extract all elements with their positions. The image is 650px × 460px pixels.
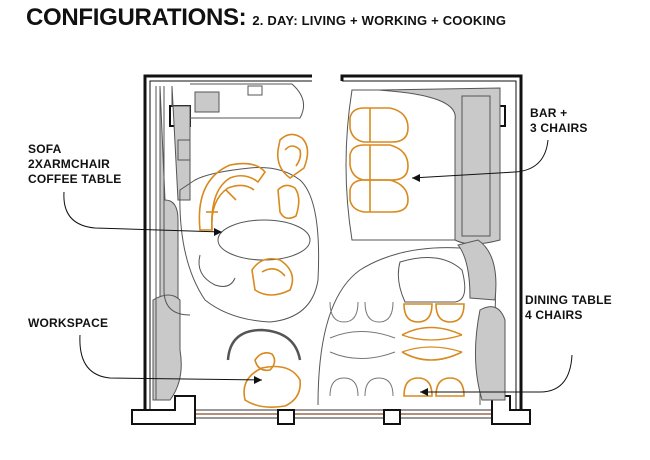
column-bottom-center-1: [277, 409, 295, 425]
dining: [397, 257, 466, 397]
label-dining-line-2: 4 CHAIRS: [525, 308, 583, 322]
leader-bar: [411, 139, 549, 179]
label-sofa-line-3: COFFEE TABLE: [28, 172, 122, 186]
leader-sofa: [63, 191, 223, 233]
workspace: [226, 328, 302, 408]
kitchen-appliance: [177, 139, 191, 161]
label-dining-line-1: DINING TABLE: [525, 293, 612, 307]
bar-area: [345, 87, 501, 301]
left-built-in: [152, 85, 191, 401]
dining-table-bottom: [401, 351, 463, 361]
page-subtitle: 2. DAY: LIVING + WORKING + COOKING: [252, 13, 507, 28]
living-rug-outline: [179, 167, 320, 323]
desk-chair: [254, 352, 276, 372]
label-sofa-line-2: 2XARMCHAIR: [28, 157, 111, 171]
sofa: [198, 162, 267, 231]
label-bar-line-2: 3 CHAIRS: [530, 121, 588, 135]
workspace-chair: [243, 365, 302, 408]
desk-edge: [226, 328, 302, 361]
side-table: [198, 254, 236, 287]
kitchen-counter: [177, 83, 305, 161]
label-workspace: WORKSPACE: [28, 316, 108, 331]
column-bottom-right: [491, 395, 531, 425]
bar-chair-3: [349, 179, 409, 213]
dining-chair-4: [435, 377, 465, 397]
label-bar-line-1: BAR +: [530, 106, 568, 120]
armchair-1-back: [277, 184, 300, 220]
dining-chair-3: [403, 377, 433, 397]
bar-counter: [377, 87, 501, 245]
wall-right-top-inner: [342, 80, 517, 412]
column-bottom-center-2: [383, 409, 401, 425]
ghost-chairs: [329, 301, 396, 397]
wall-left-top: [143, 74, 312, 412]
wall-left-top-inner: [149, 80, 312, 412]
walls: [143, 74, 523, 412]
bar-chair-2: [349, 144, 409, 181]
dining-chairs-top: [403, 303, 465, 323]
leader-dining: [420, 354, 573, 393]
bar-end-cap: [457, 239, 497, 301]
title-row: CONFIGURATIONS: 2. DAY: LIVING + WORKING…: [26, 4, 506, 38]
wall-right-top: [340, 74, 523, 412]
armchair-1: [276, 133, 309, 179]
label-dining: DINING TABLE 4 CHAIRS: [525, 293, 612, 323]
dining-chair-1: [403, 303, 433, 323]
leader-arrowheads: [214, 174, 428, 396]
bar-chairs: [349, 107, 409, 213]
leader-workspace: [79, 334, 263, 381]
bottom-glazing: [195, 409, 492, 419]
dining-wall-unit: [475, 306, 506, 401]
dining-chair-2: [435, 303, 465, 323]
leader-lines: [63, 139, 573, 393]
dining-table-top: [401, 326, 463, 336]
label-bar: BAR + 3 CHAIRS: [530, 106, 588, 136]
bar-chair-1: [349, 107, 409, 143]
coffee-table: [217, 219, 311, 261]
kitchen-tap: [247, 85, 263, 96]
label-workspace-line-1: WORKSPACE: [28, 316, 109, 330]
dining-chairs-bottom: [403, 377, 465, 397]
page-title: CONFIGURATIONS:: [26, 4, 247, 31]
label-sofa: SOFA 2XARMCHAIR COFFEE TABLE: [28, 142, 122, 187]
kitchen-sink: [194, 91, 220, 113]
bottom-columns: [131, 395, 531, 425]
dining-backdrop: [397, 257, 466, 303]
column-bottom-left: [131, 395, 196, 425]
armchair-2: [251, 257, 294, 296]
label-sofa-line-1: SOFA: [28, 142, 62, 156]
